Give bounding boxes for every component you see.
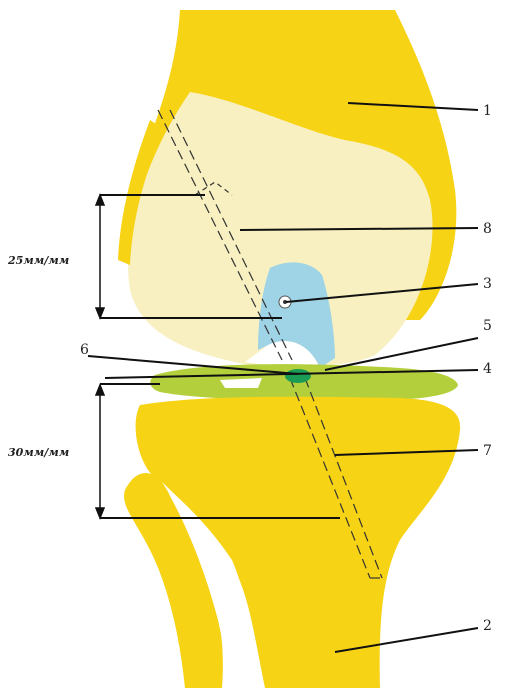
dimension-tibial: 30мм/мм bbox=[8, 446, 69, 459]
label-5: 5 bbox=[483, 318, 492, 334]
label-6: 6 bbox=[80, 342, 89, 358]
label-3: 3 bbox=[483, 276, 492, 292]
meniscus bbox=[150, 364, 458, 401]
label-4: 4 bbox=[483, 361, 492, 377]
label-8: 8 bbox=[483, 221, 492, 237]
label-2: 2 bbox=[483, 618, 492, 634]
label-7: 7 bbox=[483, 443, 492, 459]
graft-ellipse bbox=[285, 369, 311, 383]
dimension-femoral: 25мм/мм bbox=[7, 254, 69, 267]
label-1: 1 bbox=[483, 103, 492, 119]
